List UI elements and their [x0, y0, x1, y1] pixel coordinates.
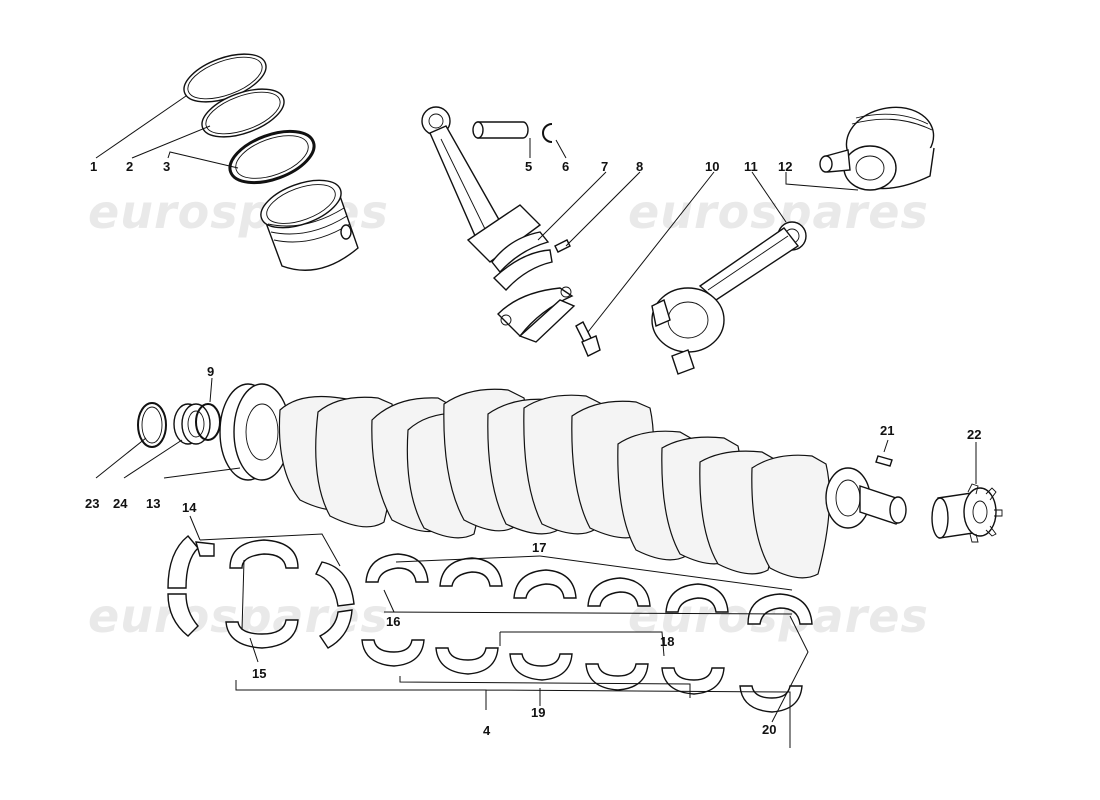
callout-5: 5 — [525, 159, 532, 174]
callout-19: 19 — [531, 705, 545, 720]
callout-24: 24 — [113, 496, 128, 511]
spacer-bush — [173, 403, 211, 445]
callout-2: 2 — [126, 159, 133, 174]
callout-10: 10 — [705, 159, 719, 174]
timing-gear — [931, 483, 1003, 543]
callout-14: 14 — [182, 500, 197, 515]
callout-4: 4 — [483, 723, 491, 738]
connecting-rod-cap — [497, 286, 576, 343]
circlip — [542, 123, 553, 143]
piston-ring-3 — [228, 129, 316, 185]
leader-lines — [95, 95, 977, 748]
callout-1: 1 — [90, 159, 97, 174]
connecting-rod-left — [421, 106, 553, 292]
bearing-shell-lower — [361, 639, 803, 713]
snap-ring — [137, 402, 167, 448]
callout-21: 21 — [880, 423, 894, 438]
piston-ring-2 — [201, 88, 285, 138]
callout-20: 20 — [762, 722, 776, 737]
watermark: eurospares — [628, 185, 929, 239]
callout-9: 9 — [207, 364, 214, 379]
piston-right — [819, 106, 935, 191]
main-bearing-shell — [225, 539, 299, 649]
callout-7: 7 — [601, 159, 608, 174]
callout-13: 13 — [146, 496, 160, 511]
callout-3: 3 — [163, 159, 170, 174]
woodruff-key — [875, 455, 893, 467]
callout-8: 8 — [636, 159, 643, 174]
crankshaft — [219, 383, 907, 579]
gudgeon-pin — [472, 121, 529, 139]
thrust-washer-left — [167, 535, 215, 637]
callout-22: 22 — [967, 427, 981, 442]
callout-11: 11 — [744, 159, 758, 174]
dowel-pin — [554, 239, 571, 253]
rod-bolt — [575, 321, 601, 357]
callout-23: 23 — [85, 496, 99, 511]
callout-12: 12 — [778, 159, 792, 174]
callout-18: 18 — [660, 634, 674, 649]
connecting-rod-right — [651, 221, 807, 375]
piston-left — [260, 179, 359, 271]
bearing-shell-upper — [365, 553, 813, 625]
callout-16: 16 — [386, 614, 400, 629]
thrust-washer-right — [315, 561, 355, 649]
callout-17: 17 — [532, 540, 546, 555]
callout-6: 6 — [562, 159, 569, 174]
callout-15: 15 — [252, 666, 266, 681]
